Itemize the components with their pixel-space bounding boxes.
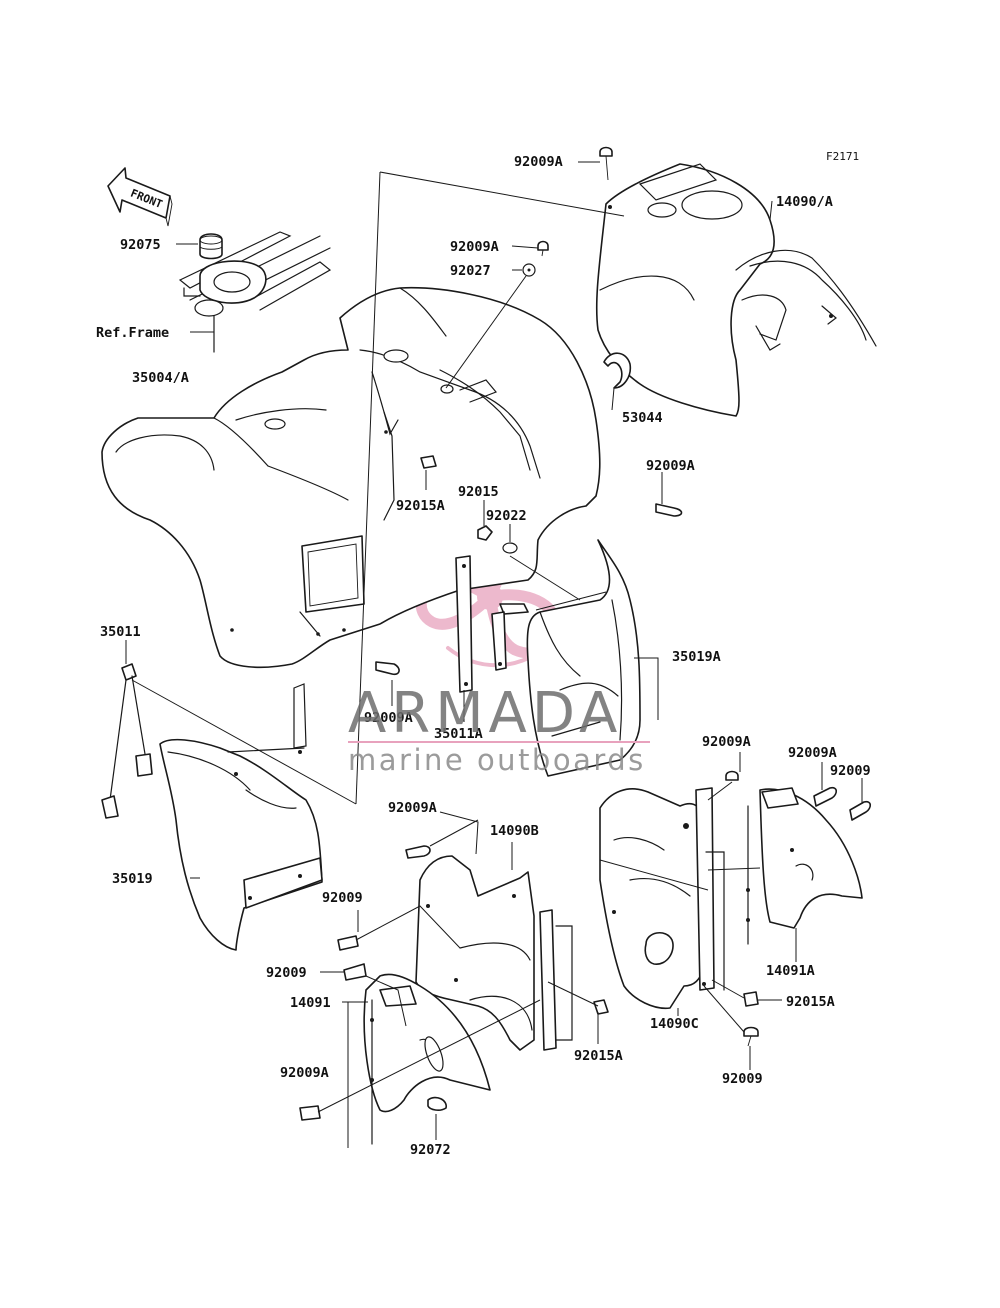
callout-label: 35004/A xyxy=(132,370,189,386)
bolt-92009A-right-fender xyxy=(655,503,683,517)
callout-label: 92015A xyxy=(786,994,835,1010)
bolt-92009A-14090B xyxy=(405,845,431,859)
nut-92015A-14090C xyxy=(743,991,759,1007)
callout-label: 92009A xyxy=(646,458,695,474)
callout-labels: 92009A 14090/A 92075 92009A 92027 Ref.Fr… xyxy=(96,154,871,1158)
callout-label: 14090B xyxy=(490,823,539,839)
callout-label: 92009 xyxy=(830,763,871,779)
front-fender-35004A xyxy=(101,286,601,669)
callout-label: 92015 xyxy=(458,484,499,500)
figure-code: F2171 xyxy=(826,150,859,163)
front-direction-arrow: FRONT xyxy=(107,167,173,227)
watermark: ARMADA marine outboards xyxy=(348,681,650,777)
side-cover-14091 xyxy=(363,973,491,1145)
front-cover-14090A xyxy=(595,163,877,417)
bolt-92009A-center-bottom xyxy=(375,661,400,676)
side-cover-14090B xyxy=(415,855,573,1051)
bolt-92009A-center-top xyxy=(537,240,549,257)
callout-label: 92015A xyxy=(574,1048,623,1064)
inner-panel-35019A xyxy=(526,539,641,777)
callout-label: 92009A xyxy=(514,154,563,170)
callout-label: 14090/A xyxy=(776,194,833,210)
bolt-92009-14091A xyxy=(849,800,872,821)
rubber-grommet-92075 xyxy=(199,233,223,260)
callout-label: 92009 xyxy=(266,965,307,981)
leader-lines xyxy=(125,161,863,1148)
side-cover-14090C xyxy=(599,787,725,1010)
nut-92015A-fender xyxy=(420,455,437,469)
bolt-92009-14090C xyxy=(743,1026,759,1047)
callout-label: 14091 xyxy=(290,995,331,1011)
callout-label: 92075 xyxy=(120,237,161,253)
callout-label: 92009A xyxy=(450,239,499,255)
callout-label: 92027 xyxy=(450,263,491,279)
callout-label: 14091A xyxy=(766,963,815,979)
callout-label: 92009 xyxy=(322,890,363,906)
callout-label: 35019 xyxy=(112,871,153,887)
callout-label: 92009 xyxy=(722,1071,763,1087)
clip-53044 xyxy=(603,352,632,389)
callout-label: 92015A xyxy=(396,498,445,514)
callout-label: 92072 xyxy=(410,1142,451,1158)
callout-label: 53044 xyxy=(622,410,663,426)
side-cover-14091A xyxy=(746,787,863,945)
washer-92022 xyxy=(502,542,518,554)
callout-label: 92009A xyxy=(364,710,413,726)
clip-92072 xyxy=(427,1096,447,1111)
callout-label: 92009A xyxy=(388,800,437,816)
watermark-tagline: marine outboards xyxy=(348,743,646,777)
callout-label: 92022 xyxy=(486,508,527,524)
watermark-brand: ARMADA xyxy=(348,681,622,746)
callout-label: 35011A xyxy=(434,726,483,742)
bolt-92009-14091-lower xyxy=(343,963,367,981)
bolt-92009A-14091A xyxy=(813,786,838,807)
lower-panel-35019 xyxy=(159,683,323,951)
callout-label: Ref.Frame xyxy=(96,325,169,341)
bracket-35011A xyxy=(455,555,529,693)
callout-label: 35019A xyxy=(672,649,721,665)
nut-92015 xyxy=(477,525,493,541)
callout-label: 92009A xyxy=(788,745,837,761)
bolt-92009A-top-right xyxy=(599,146,613,181)
bolt-92009A-14090C xyxy=(725,770,739,781)
washer-92027 xyxy=(522,263,536,277)
callout-label: 92009A xyxy=(280,1065,329,1081)
callout-label: 35011 xyxy=(100,624,141,640)
bolt-92009-14091-upper xyxy=(337,935,359,951)
ref-frame-bracket xyxy=(178,231,332,353)
bolt-92009A-14091 xyxy=(299,1105,321,1121)
bracket-35011 xyxy=(101,663,153,819)
callout-label: 14090C xyxy=(650,1016,699,1032)
callout-label: 92009A xyxy=(702,734,751,750)
nut-92015A-14090B xyxy=(593,999,609,1015)
